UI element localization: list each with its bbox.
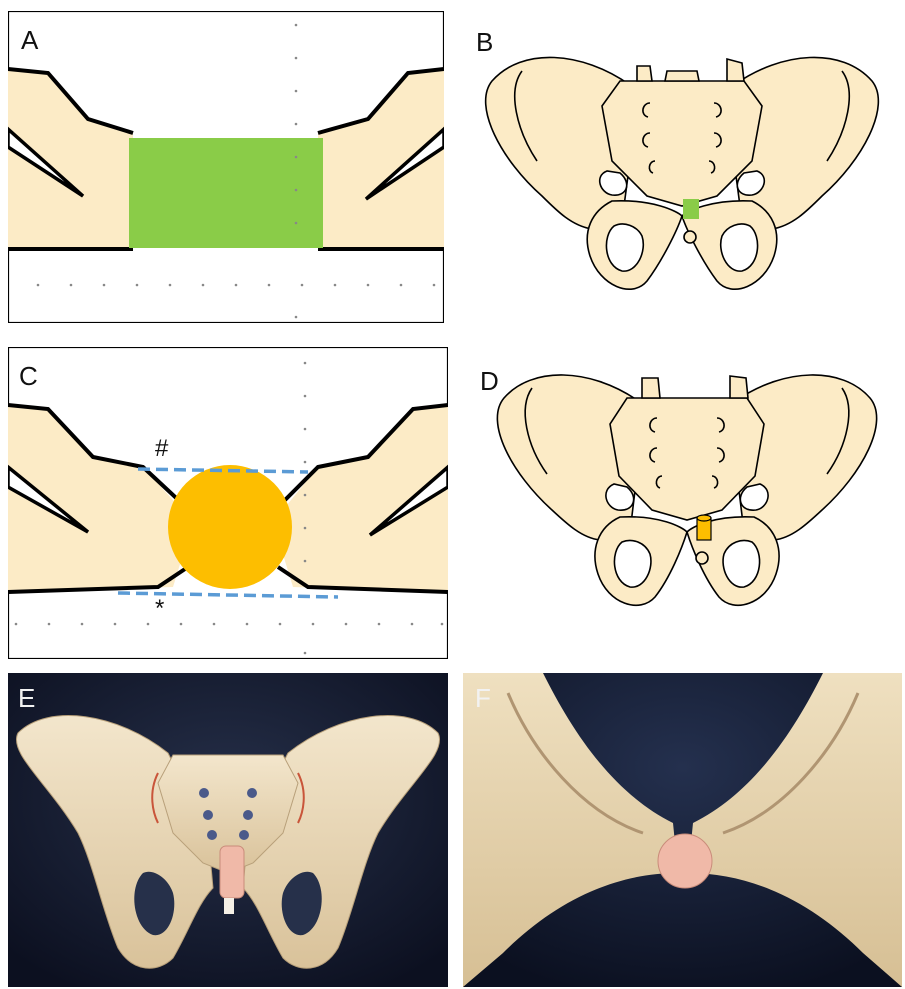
pelvis-model-photo [8,673,448,987]
orange-implant-cylinder [697,515,711,540]
green-implant-block [129,138,323,248]
panel-a: A [8,11,444,323]
pink-implant [658,834,712,888]
marker-asterisk: * [155,595,164,623]
panel-a-diagram [8,11,444,323]
pink-implant [220,846,244,898]
panel-c: C # * [8,347,448,659]
panel-f-label: F [475,683,491,714]
panel-d: D [472,352,902,642]
marker-hash: # [155,435,168,463]
panel-b: B [462,11,902,311]
green-implant-block [683,199,699,219]
pubic-symphysis-photo [463,673,902,987]
panel-c-diagram [8,347,448,659]
panel-a-label: A [21,25,38,56]
panel-b-pelvis-diagram [462,11,902,311]
panel-e-photo: E [8,673,448,987]
panel-d-label: D [480,366,499,397]
panel-b-label: B [476,27,493,58]
panel-d-pelvis-diagram [472,352,902,642]
orange-implant-cylinder [168,465,292,589]
panel-c-label: C [19,361,38,392]
panel-f-photo: F [463,673,902,987]
panel-e-label: E [18,683,35,714]
